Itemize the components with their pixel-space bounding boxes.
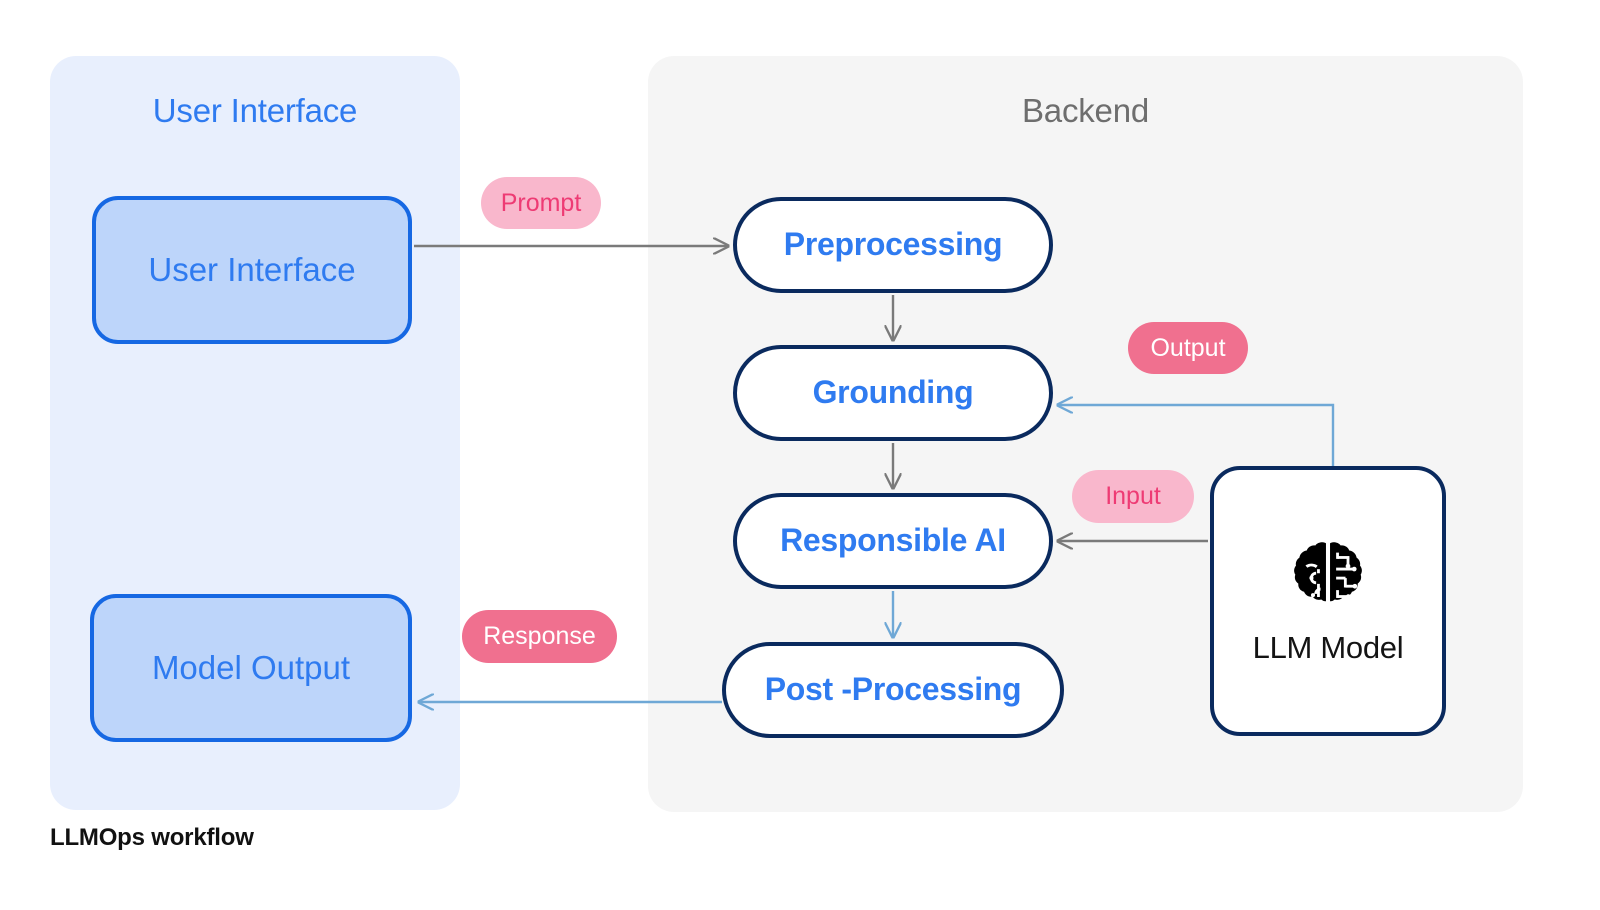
- node-post-processing-label: Post -Processing: [764, 671, 1022, 708]
- node-model-output[interactable]: Model Output: [90, 594, 412, 742]
- node-model-output-label: Model Output: [151, 648, 351, 686]
- node-preprocessing-label: Preprocessing: [783, 226, 1003, 263]
- figure-caption: LLMOps workflow: [50, 824, 254, 851]
- node-responsible-ai[interactable]: Responsible AI: [733, 493, 1053, 589]
- node-user-interface[interactable]: User Interface: [92, 196, 412, 344]
- node-grounding-label: Grounding: [812, 374, 974, 411]
- node-preprocessing[interactable]: Preprocessing: [733, 197, 1053, 293]
- edge-label-prompt-text: Prompt: [500, 188, 582, 217]
- node-responsible-ai-label: Responsible AI: [780, 522, 1006, 559]
- edge-label-input-text: Input: [1105, 482, 1161, 510]
- node-post-processing[interactable]: Post -Processing: [722, 642, 1064, 738]
- edge-label-response-text: Response: [483, 622, 596, 650]
- node-user-interface-label: User Interface: [148, 250, 356, 288]
- node-grounding[interactable]: Grounding: [733, 345, 1053, 441]
- panel-user-interface-title: User Interface: [152, 92, 358, 129]
- brain-icon: [1294, 542, 1362, 612]
- edge-label-prompt: Prompt: [481, 177, 601, 229]
- edge-label-input: Input: [1072, 470, 1194, 523]
- edge-label-output-text: Output: [1150, 333, 1226, 362]
- edge-label-output: Output: [1128, 322, 1248, 374]
- node-llm-model[interactable]: LLM Model: [1210, 466, 1446, 736]
- edge-label-response: Response: [462, 610, 617, 663]
- node-llm-model-label: LLM Model: [1252, 629, 1404, 665]
- panel-backend-title: Backend: [1021, 92, 1150, 129]
